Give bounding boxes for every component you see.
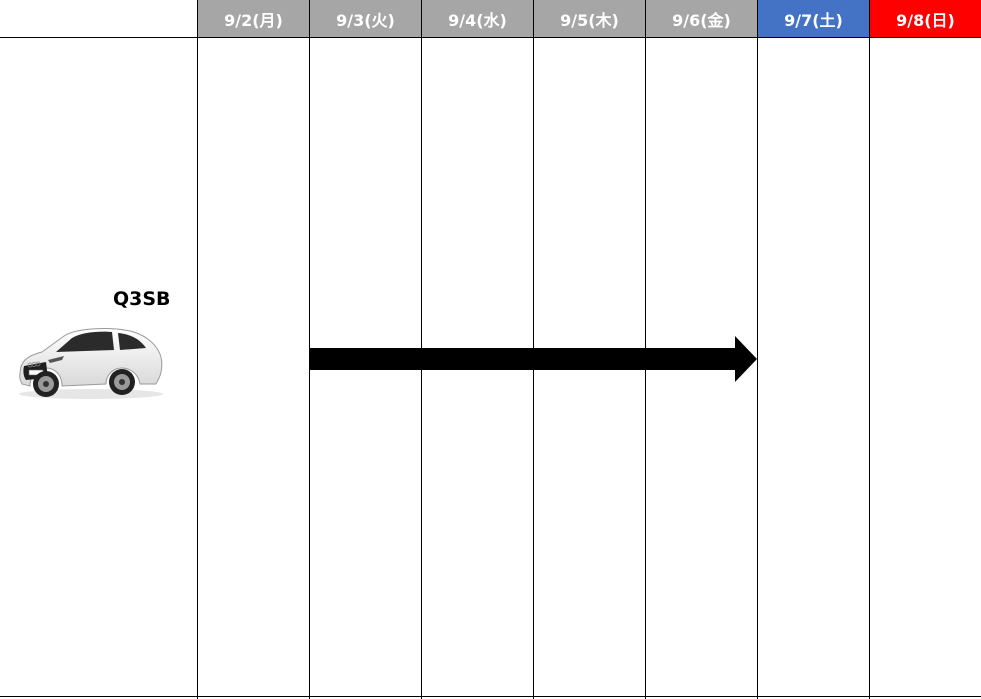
booking-arrow bbox=[309, 336, 757, 382]
day-label: 9/8(日) bbox=[896, 10, 955, 30]
day-label: 9/5(木) bbox=[560, 10, 619, 30]
header-bottom-line bbox=[0, 37, 981, 38]
day-label: 9/6(金) bbox=[672, 10, 731, 30]
day-header-0902: 9/2(月) bbox=[198, 0, 309, 37]
vehicle-name: Q3SB bbox=[113, 288, 171, 310]
grid-bottom-line bbox=[0, 696, 981, 697]
grid-column-line bbox=[757, 0, 758, 699]
day-header-0903: 9/3(火) bbox=[310, 0, 421, 37]
day-label: 9/4(水) bbox=[448, 10, 507, 30]
day-header-0905: 9/5(木) bbox=[534, 0, 645, 37]
day-label: 9/2(月) bbox=[224, 10, 283, 30]
day-label: 9/7(土) bbox=[784, 10, 843, 30]
day-header-0904: 9/4(水) bbox=[422, 0, 533, 37]
day-header-0906: 9/6(金) bbox=[646, 0, 757, 37]
grid-column-line bbox=[197, 0, 198, 699]
day-header-0907: 9/7(土) bbox=[758, 0, 869, 37]
white-suv-car-icon bbox=[19, 328, 163, 399]
booking-arrow-shape bbox=[309, 336, 757, 382]
grid-column-line bbox=[869, 0, 870, 699]
day-label: 9/3(火) bbox=[336, 10, 395, 30]
day-header-0908: 9/8(日) bbox=[870, 0, 981, 37]
